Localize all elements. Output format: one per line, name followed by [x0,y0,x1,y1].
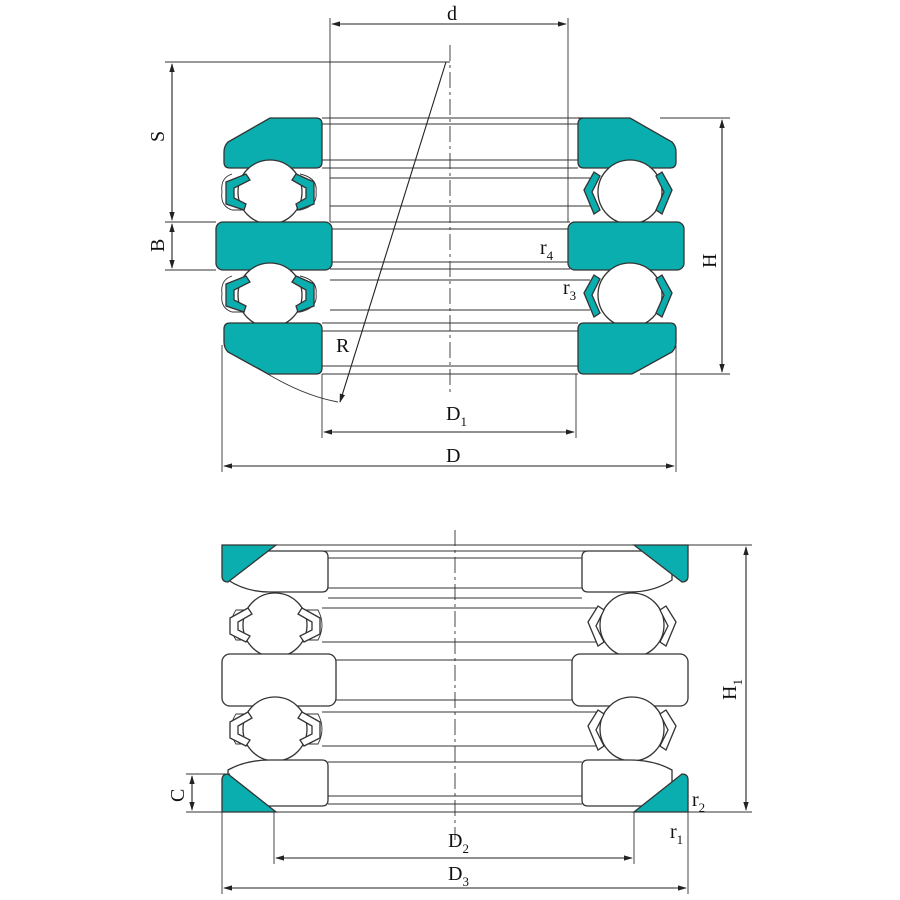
bottom-washer-left-section [223,322,323,375]
bottom-view-top-washer [221,544,689,593]
corner-section-top-left [221,544,278,583]
dimension-C [186,773,230,813]
upper-ball-row-left [221,159,317,225]
top-view: d S B H R r4 r3 D1 D [147,3,730,472]
dimension-B [165,223,216,271]
label-D1: D1 [446,403,467,429]
radius-line [339,61,447,403]
label-D2: D2 [448,830,469,856]
dimension-H1 [688,544,752,813]
label-B: B [147,239,169,252]
spherical-arc [257,367,339,403]
label-r4: r4 [540,237,554,263]
dimension-S [165,61,450,223]
label-r1: r1 [670,821,683,847]
corner-section-top-right [632,544,689,583]
corner-section-bottom-right [632,773,689,813]
ball [597,262,663,328]
label-D3: D3 [448,863,469,889]
dimension-d [329,18,569,222]
label-r2: r2 [692,789,705,815]
ball [237,262,303,328]
bottom-upper-ball-row [229,592,677,658]
label-H1: H1 [719,679,745,700]
bottom-view-bottom-washer [221,759,689,813]
label-C: C [167,789,189,802]
dimension-H [640,117,730,375]
lower-ball-row-right [583,262,673,328]
dimension-D2 [273,812,635,864]
lower-ball-row-left [221,262,317,328]
dimension-D1 [321,374,577,438]
label-r3: r3 [563,277,576,303]
bottom-view: H1 C r2 r1 D2 D3 [167,530,752,894]
top-washer-right-section [577,117,677,169]
ball [237,159,303,225]
label-H: H [699,254,721,268]
dimension-D [221,345,677,472]
label-R: R [336,335,350,357]
ball [597,159,663,225]
bottom-washer-right-section [577,322,677,375]
label-S: S [147,131,169,142]
top-ring-lines [322,117,590,375]
upper-ball-row-right [583,159,673,225]
label-d: d [447,3,457,25]
label-D: D [446,445,460,467]
dimension-D3 [221,812,689,894]
bottom-lower-ball-row [229,696,677,762]
